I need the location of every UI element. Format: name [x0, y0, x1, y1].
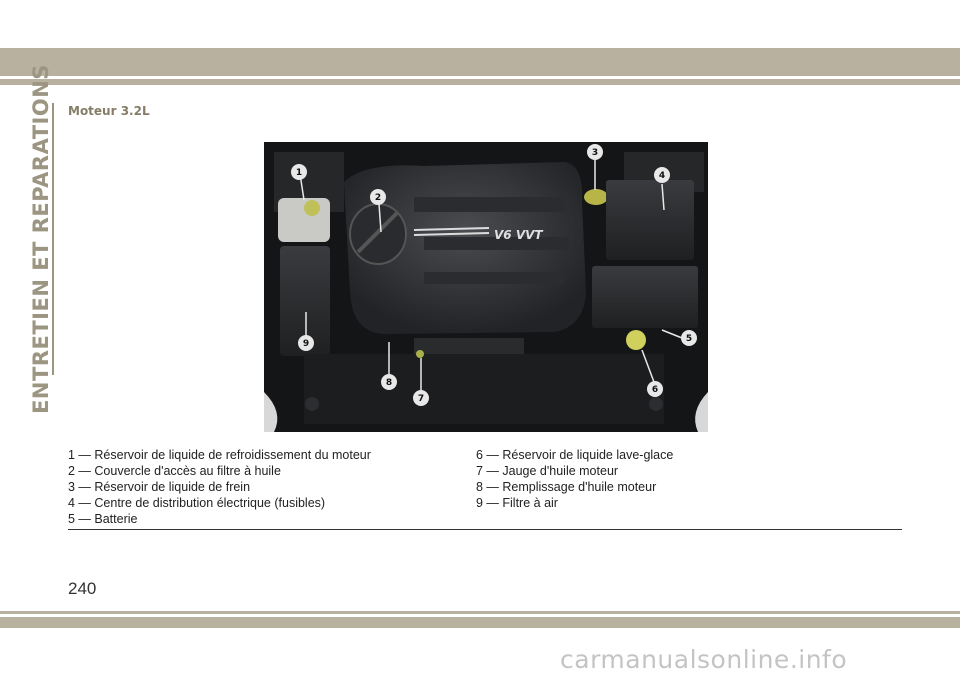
callout-7 [413, 390, 429, 406]
callout-6 [647, 381, 663, 397]
footer-band [0, 617, 960, 628]
caption-item: 7 — Jauge d'huile moteur [476, 464, 619, 478]
callout-8 [381, 374, 397, 390]
page-number: 240 [68, 579, 97, 598]
engine-badge: V6 VVT [494, 228, 543, 242]
callout-4 [654, 167, 670, 183]
brake-reservoir [584, 189, 608, 205]
caption-list-left: 1 — Réservoir de liquide de refroidissem… [68, 447, 371, 527]
air-filter-box [280, 246, 330, 356]
svg-text:6: 6 [652, 385, 658, 395]
radiator-support [304, 354, 664, 424]
section-title: Moteur 3.2L [68, 104, 150, 118]
watermark: carmanualsonline.info [560, 645, 848, 674]
caption-item: 1 — Réservoir de liquide de refroidissem… [68, 448, 371, 462]
callout-3 [587, 144, 603, 160]
caption-item: 8 — Remplissage d'huile moteur [476, 480, 657, 494]
chapter-side-title: ENTRETIEN ET REPARATIONS [28, 64, 54, 414]
svg-text:2: 2 [375, 193, 381, 203]
coolant-reservoir [278, 198, 330, 242]
engine-illustration: V6 VVT 1 2 3 4 5 6 7 8 [264, 142, 708, 432]
header-band-thin [0, 79, 960, 85]
dipstick [416, 350, 424, 358]
caption-item: 5 — Batterie [68, 512, 138, 526]
coolant-cap [304, 200, 320, 216]
chapter-title-text: ENTRETIEN ET REPARATIONS [29, 64, 53, 414]
caption-item: 4 — Centre de distribution électrique (f… [68, 496, 326, 510]
svg-text:8: 8 [386, 378, 392, 388]
caption-item: 3 — Réservoir de liquide de frein [68, 480, 251, 494]
svg-text:9: 9 [303, 339, 309, 349]
header-band [0, 48, 960, 76]
callout-9 [298, 335, 314, 351]
callout-markers: 1 2 3 4 5 6 7 8 9 [291, 144, 697, 406]
power-distribution-center [606, 180, 694, 260]
svg-text:7: 7 [418, 394, 424, 404]
battery [592, 266, 698, 328]
chapter-side-rule [52, 103, 54, 375]
footer-band-thin [0, 611, 960, 614]
engine-photo: V6 VVT 1 2 3 4 5 6 7 8 [264, 142, 708, 432]
callout-2 [370, 189, 386, 205]
caption-item: 9 — Filtre à air [476, 496, 558, 510]
callout-5 [681, 330, 697, 346]
caption-item: 2 — Couvercle d'accès au filtre à huile [68, 464, 281, 478]
caption-divider [68, 529, 902, 530]
caption-list-right: 6 — Réservoir de liquide lave-glace 7 — … [476, 447, 673, 511]
caption-item: 6 — Réservoir de liquide lave-glace [476, 448, 674, 462]
svg-text:5: 5 [686, 334, 692, 344]
svg-text:1: 1 [296, 168, 302, 178]
svg-text:3: 3 [592, 148, 598, 158]
callout-1 [291, 164, 307, 180]
svg-text:4: 4 [659, 171, 665, 181]
washer-cap [626, 330, 646, 350]
